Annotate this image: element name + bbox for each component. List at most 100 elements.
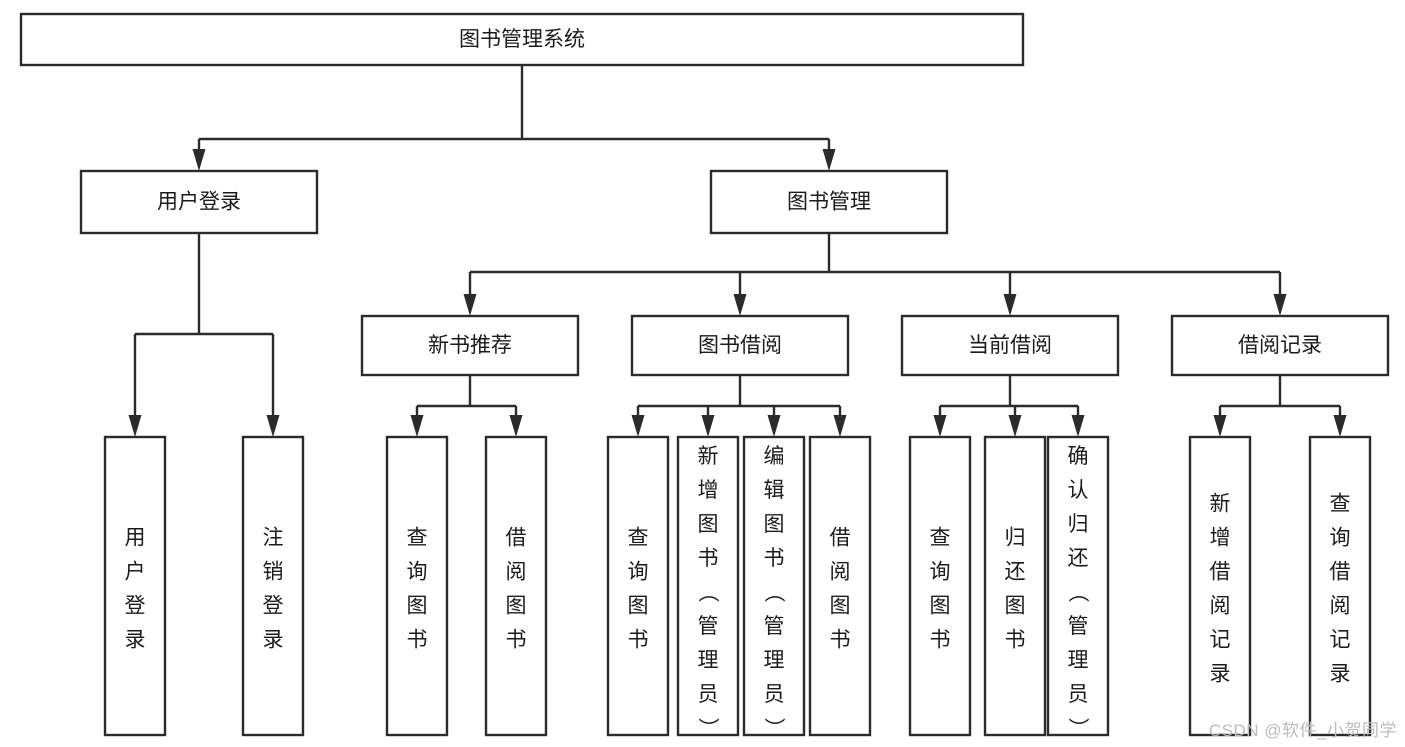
node-label-char: 书 bbox=[930, 629, 951, 652]
node-label-char: 记 bbox=[1330, 629, 1351, 652]
arrow-head-icon bbox=[192, 149, 206, 171]
node-box[interactable] bbox=[709, 169, 949, 235]
node-label-char: 管 bbox=[1068, 615, 1089, 638]
node-record[interactable]: 借阅记录 bbox=[1170, 314, 1390, 377]
node-label-char: 理 bbox=[1068, 649, 1089, 672]
node-label-char: （ bbox=[762, 582, 785, 603]
node-leaf-user-login[interactable]: 用户登录 bbox=[103, 435, 167, 737]
node-label-char: 增 bbox=[698, 479, 719, 502]
node-label: 当前借阅 bbox=[968, 334, 1052, 357]
node-label-char: 辑 bbox=[764, 479, 785, 502]
node-label-char: 新 bbox=[1210, 493, 1231, 516]
node-box[interactable] bbox=[900, 314, 1120, 377]
node-label-char: 还 bbox=[1005, 561, 1026, 584]
node-label-char: 查 bbox=[628, 527, 649, 550]
node-label-char: 询 bbox=[628, 561, 649, 584]
node-label-char: ） bbox=[762, 718, 785, 739]
arrow-head-icon bbox=[1273, 294, 1287, 316]
node-login[interactable]: 用户登录 bbox=[79, 169, 319, 235]
node-label-char: 借 bbox=[1210, 561, 1231, 584]
node-label-char: 图 bbox=[628, 595, 649, 618]
node-label-char: 图 bbox=[506, 595, 527, 618]
node-box[interactable] bbox=[1308, 435, 1372, 737]
node-label-char: 借 bbox=[1330, 561, 1351, 584]
node-box[interactable] bbox=[1188, 435, 1252, 737]
arrow-head-icon bbox=[1003, 294, 1017, 316]
node-box[interactable] bbox=[19, 12, 1025, 67]
arrow-head-icon bbox=[631, 415, 645, 437]
node-label-char: 销 bbox=[263, 561, 284, 584]
node-label-char: 书 bbox=[407, 629, 428, 652]
node-label-char: 图 bbox=[930, 595, 951, 618]
node-label-char: 录 bbox=[125, 629, 146, 652]
node-box[interactable] bbox=[385, 435, 449, 737]
arrow-head-icon bbox=[933, 415, 947, 437]
node-label-char: 询 bbox=[407, 561, 428, 584]
node-label-char: 书 bbox=[628, 629, 649, 652]
node-box[interactable] bbox=[742, 435, 806, 737]
node-root[interactable]: 图书管理系统 bbox=[19, 12, 1025, 67]
node-label: 图书管理系统 bbox=[459, 28, 585, 51]
node-label-char: 书 bbox=[698, 547, 719, 570]
node-box[interactable] bbox=[484, 435, 548, 737]
node-label-char: 查 bbox=[930, 527, 951, 550]
node-label-char: 理 bbox=[764, 649, 785, 672]
node-label-char: 还 bbox=[1068, 547, 1089, 570]
node-label-char: 注 bbox=[263, 527, 284, 550]
node-box[interactable] bbox=[241, 435, 305, 737]
node-label-char: 记 bbox=[1210, 629, 1231, 652]
arrow-head-icon bbox=[410, 415, 424, 437]
node-label-char: 编 bbox=[764, 445, 785, 468]
nodes-layer: 图书管理系统用户登录图书管理新书推荐图书借阅当前借阅借阅记录用户登录注销登录查询… bbox=[19, 12, 1390, 739]
arrow-head-icon bbox=[1213, 415, 1227, 437]
node-label-char: 录 bbox=[263, 629, 284, 652]
arrow-head-icon bbox=[128, 415, 142, 437]
node-box[interactable] bbox=[103, 435, 167, 737]
node-label-char: 图 bbox=[1005, 595, 1026, 618]
watermark-text: CSDN @软件_小贺同学 bbox=[1208, 721, 1397, 740]
node-label-char: 图 bbox=[698, 513, 719, 536]
node-box[interactable] bbox=[1170, 314, 1390, 377]
node-box[interactable] bbox=[676, 435, 740, 737]
node-bookmgmt[interactable]: 图书管理 bbox=[709, 169, 949, 235]
node-newbook[interactable]: 新书推荐 bbox=[360, 314, 580, 377]
node-label: 借阅记录 bbox=[1238, 334, 1322, 357]
node-box[interactable] bbox=[1046, 435, 1110, 737]
node-label: 图书管理 bbox=[787, 191, 871, 214]
node-label-char: 图 bbox=[764, 513, 785, 536]
node-box[interactable] bbox=[908, 435, 972, 737]
node-label-char: 增 bbox=[1210, 527, 1231, 550]
node-label-char: 确 bbox=[1068, 445, 1089, 468]
node-box[interactable] bbox=[606, 435, 670, 737]
node-box[interactable] bbox=[983, 435, 1047, 737]
node-label: 图书借阅 bbox=[698, 334, 782, 357]
node-label-char: 书 bbox=[1005, 629, 1026, 652]
node-label-char: （ bbox=[696, 582, 719, 603]
node-box[interactable] bbox=[808, 435, 872, 737]
node-label-char: 录 bbox=[1210, 663, 1231, 686]
node-label-char: 用 bbox=[125, 527, 146, 550]
node-label-char: 图 bbox=[830, 595, 851, 618]
node-label-char: 阅 bbox=[1210, 595, 1231, 618]
node-label-char: 新 bbox=[698, 445, 719, 468]
node-box[interactable] bbox=[360, 314, 580, 377]
arrow-head-icon bbox=[463, 294, 477, 316]
node-borrow[interactable]: 图书借阅 bbox=[630, 314, 850, 377]
node-box[interactable] bbox=[79, 169, 319, 235]
arrow-head-icon bbox=[266, 415, 280, 437]
node-box[interactable] bbox=[630, 314, 850, 377]
node-current[interactable]: 当前借阅 bbox=[900, 314, 1120, 377]
